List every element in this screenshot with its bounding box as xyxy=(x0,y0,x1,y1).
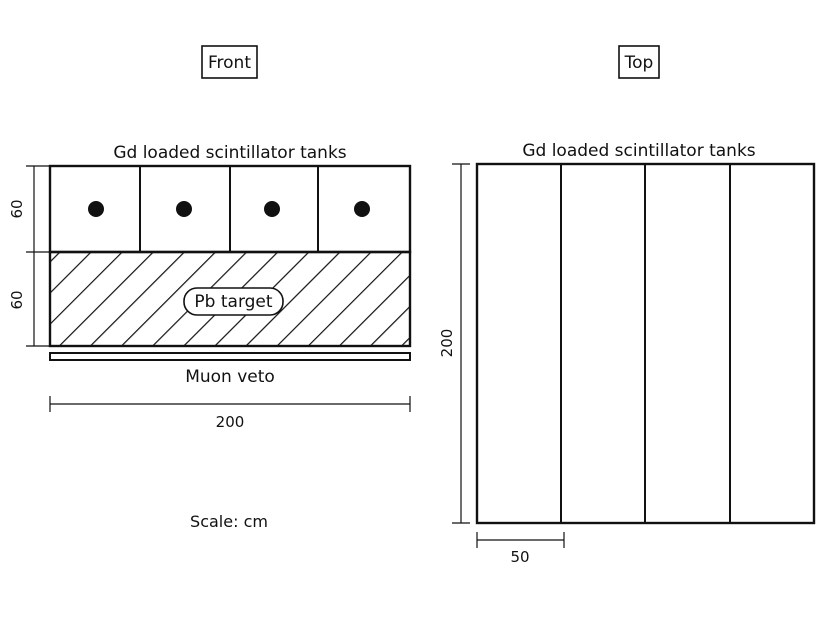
muon-veto-label: Muon veto xyxy=(185,367,275,387)
top-title-box xyxy=(618,45,660,79)
front-title-box xyxy=(201,45,258,79)
front-tanks-label: Gd loaded scintillator tanks xyxy=(113,143,346,163)
front-view: Front Gd loaded scintillator tanks Pb ta… xyxy=(8,45,412,531)
top-tanks-label: Gd loaded scintillator tanks xyxy=(522,141,755,161)
front-width-dimension xyxy=(49,396,411,412)
dim-target-height: 60 xyxy=(8,290,26,309)
dim-tank-height: 60 xyxy=(8,199,26,218)
dim-top-length: 200 xyxy=(438,329,456,358)
dim-front-width: 200 xyxy=(216,413,245,431)
top-tank-width-dimension xyxy=(476,532,565,548)
pmt-dot xyxy=(264,201,280,217)
front-height-dimension xyxy=(26,165,50,347)
top-length-dimension xyxy=(452,163,470,524)
front-title: Front xyxy=(208,53,251,73)
pb-target-label-box xyxy=(183,287,284,316)
scale-label: Scale: cm xyxy=(190,512,268,531)
muon-veto-bar xyxy=(49,352,411,361)
pb-target-label: Pb target xyxy=(194,292,272,312)
dim-tank-width: 50 xyxy=(510,548,529,566)
pmt-dot xyxy=(176,201,192,217)
pmt-dot xyxy=(88,201,104,217)
pmt-dot xyxy=(354,201,370,217)
top-view: Top Gd loaded scintillator tanks 200 50 xyxy=(438,45,816,566)
top-title: Top xyxy=(624,53,654,73)
